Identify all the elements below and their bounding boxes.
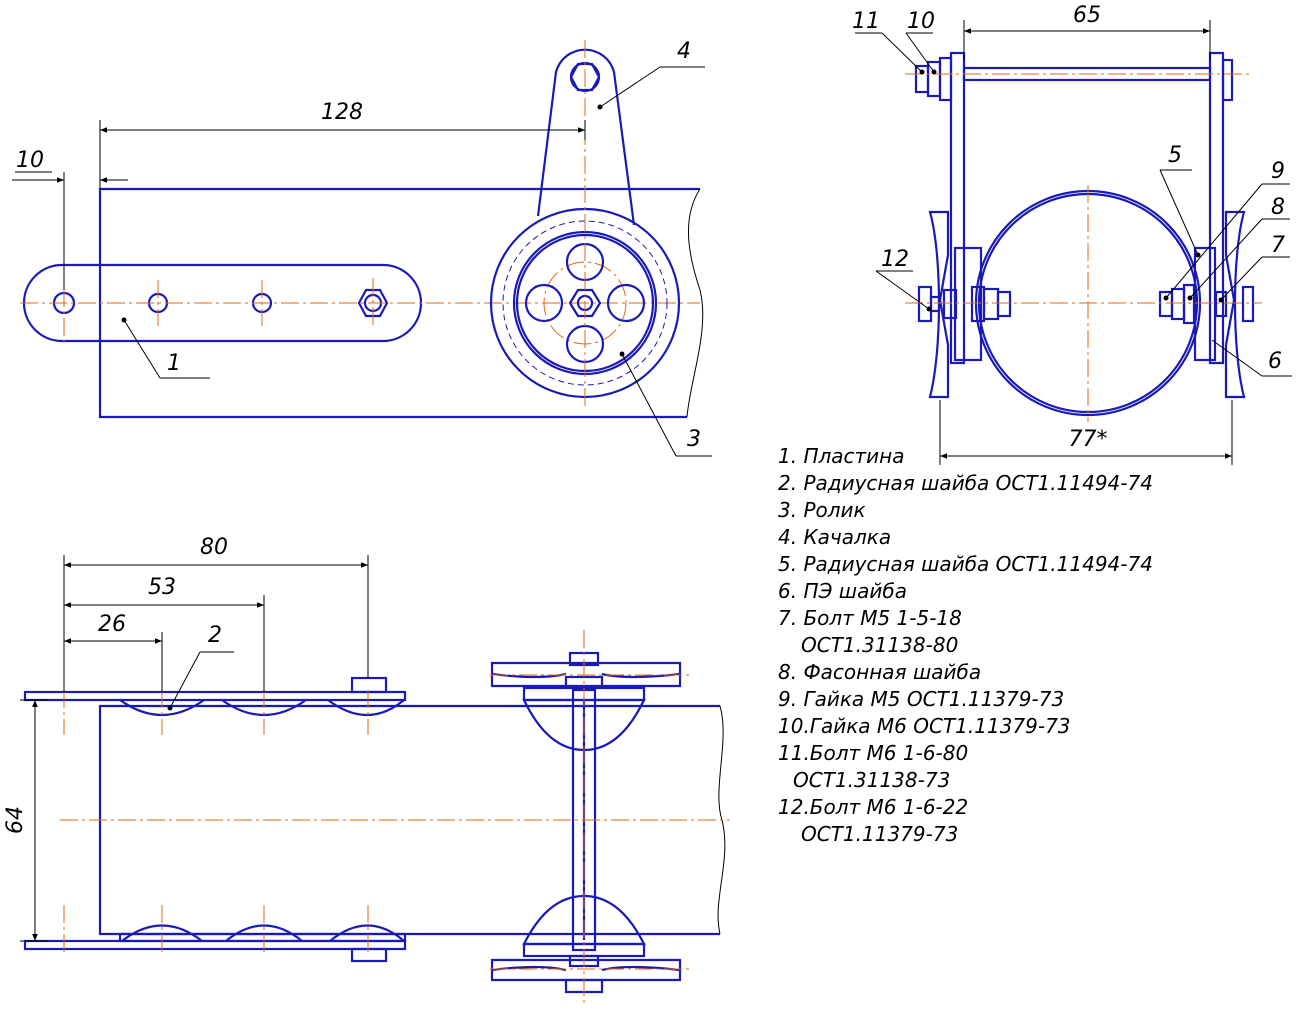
- roller-hole-left: [524, 283, 564, 323]
- parts-list-item-8: 8. Фасонная шайба: [778, 660, 981, 684]
- side-view: 65 77* 11 10 12 5 9 8: [852, 3, 1292, 465]
- callout-4: 4: [677, 39, 691, 64]
- dim-53-label: 53: [148, 575, 176, 600]
- parts-list-item-2: 2. Радиусная шайба ОСТ1.11494-74: [778, 471, 1153, 495]
- roller-hole-right: [606, 283, 646, 323]
- top-strip-bolt: [350, 676, 388, 694]
- right-frame-plate: [1208, 51, 1225, 365]
- parts-list-item-4: 4. Качалка: [778, 525, 891, 549]
- dim-128-label: 128: [321, 100, 363, 125]
- parts-list-item-5: 5. Радиусная шайба ОСТ1.11494-74: [778, 552, 1153, 576]
- rocker-nut: [569, 62, 601, 92]
- parts-list: 1. Пластина 2. Радиусная шайба ОСТ1.1149…: [778, 444, 1153, 846]
- top-view: 128 10 1 3 4: [12, 39, 712, 457]
- parts-list-item-9: 9. Гайка М5 ОСТ1.11379-73: [778, 687, 1064, 711]
- callout-12: 12: [881, 247, 909, 272]
- callout-8: 8: [1271, 195, 1285, 220]
- front-view: 80 53 26 64 2: [3, 535, 730, 1005]
- top-strip: [23, 690, 407, 702]
- left-frame-plate: [949, 51, 966, 365]
- dim-64-label: 64: [3, 806, 28, 834]
- link-bar: [22, 263, 423, 343]
- break-line-top: [686, 188, 704, 418]
- dim-10-label: 10: [16, 148, 44, 173]
- dim-80-label: 80: [200, 535, 228, 560]
- bottom-strip: [23, 939, 407, 951]
- dim-65-label: 65: [1073, 3, 1101, 28]
- pulley-bottom: [490, 958, 682, 982]
- bolt-7-head: [1214, 290, 1228, 318]
- rocker-arm: [536, 48, 636, 226]
- right-pulley: [1224, 210, 1246, 399]
- callout-9: 9: [1271, 159, 1285, 184]
- callout-11: 11: [852, 9, 880, 34]
- top-bolt-head-right: [1221, 58, 1234, 102]
- parts-list-item-12-std: ОСТ1.11379-73: [801, 822, 958, 846]
- callout-3: 3: [687, 427, 701, 452]
- parts-list-item-11-std: ОСТ1.31138-73: [793, 768, 950, 792]
- callout-6: 6: [1268, 349, 1282, 374]
- parts-list-item-3: 3. Ролик: [778, 498, 866, 522]
- top-nut-left: [938, 56, 953, 102]
- dim-77-label: 77*: [1069, 427, 1108, 452]
- callout-5: 5: [1168, 143, 1182, 168]
- bolt-12-head: [917, 285, 933, 323]
- bottom-strip-nut: [350, 947, 388, 963]
- pulley-top: [490, 661, 682, 688]
- parts-list-item-7-std: ОСТ1.31138-80: [801, 633, 958, 657]
- callout-1: 1: [167, 351, 181, 376]
- roller-axle-nut: [568, 288, 602, 318]
- parts-list-item-6: 6. ПЭ шайба: [778, 579, 907, 603]
- callout-10: 10: [907, 9, 935, 34]
- callout-2: 2: [208, 623, 222, 648]
- parts-list-item-10: 10.Гайка М6 ОСТ1.11379-73: [778, 714, 1071, 738]
- washer-8: [1182, 283, 1196, 325]
- link-nut: [357, 288, 389, 318]
- parts-list-item-12: 12.Болт М6 1-6-22: [778, 795, 968, 819]
- parts-list-item-1: 1. Пластина: [778, 444, 905, 468]
- parts-list-item-11: 11.Болт М6 1-6-80: [778, 741, 968, 765]
- parts-list-item-7: 7. Болт М5 1-5-18: [778, 606, 962, 630]
- dim-26-label: 26: [98, 612, 126, 637]
- left-pulley: [928, 210, 950, 399]
- callout-7: 7: [1271, 233, 1285, 258]
